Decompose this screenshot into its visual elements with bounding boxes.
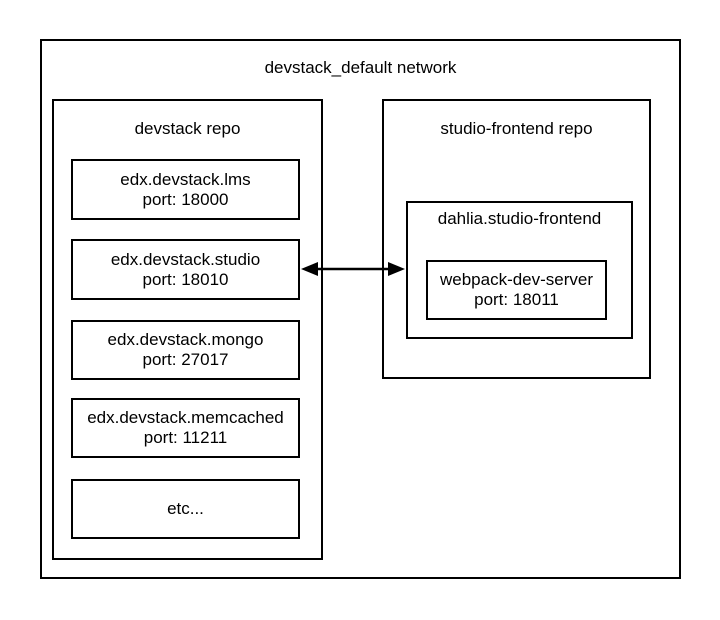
studio-frontend-repo-container: studio-frontend repo dahlia.studio-front… — [382, 99, 651, 379]
dahlia-label: dahlia.studio-frontend — [437, 209, 602, 228]
service-name: etc... — [167, 499, 204, 518]
service-box-mongo: edx.devstack.mongo port: 27017 — [71, 320, 300, 380]
service-box-memcached: edx.devstack.memcached port: 11211 — [71, 398, 300, 458]
service-port: port: 18000 — [142, 189, 229, 209]
service-box-etc: etc... — [71, 479, 300, 539]
service-box-webpack: webpack-dev-server port: 18011 — [426, 260, 607, 320]
service-port: port: 27017 — [142, 350, 229, 369]
devstack-repo-label: devstack repo — [134, 119, 241, 138]
service-box-lms: edx.devstack.lms port: 18000 — [71, 159, 300, 220]
network-label: devstack_default network — [264, 58, 457, 77]
service-box-studio: edx.devstack.studio port: 18010 — [71, 239, 300, 300]
service-port: port: 18010 — [142, 269, 229, 289]
service-name: webpack-dev-server — [439, 270, 594, 289]
service-name: edx.devstack.lms — [120, 169, 251, 189]
service-name: edx.devstack.memcached — [87, 408, 284, 427]
service-name: edx.devstack.mongo — [107, 330, 264, 349]
dahlia-studio-frontend-container: dahlia.studio-frontend webpack-dev-serve… — [406, 201, 633, 339]
network-container: devstack_default network devstack repo e… — [40, 39, 681, 579]
service-port: port: 11211 — [143, 428, 228, 447]
devstack-repo-container: devstack repo edx.devstack.lms port: 180… — [52, 99, 323, 560]
service-name: edx.devstack.studio — [110, 249, 261, 269]
bidirectional-arrow — [301, 262, 405, 276]
service-port: port: 18011 — [474, 290, 559, 309]
studio-frontend-repo-label: studio-frontend repo — [440, 119, 593, 138]
